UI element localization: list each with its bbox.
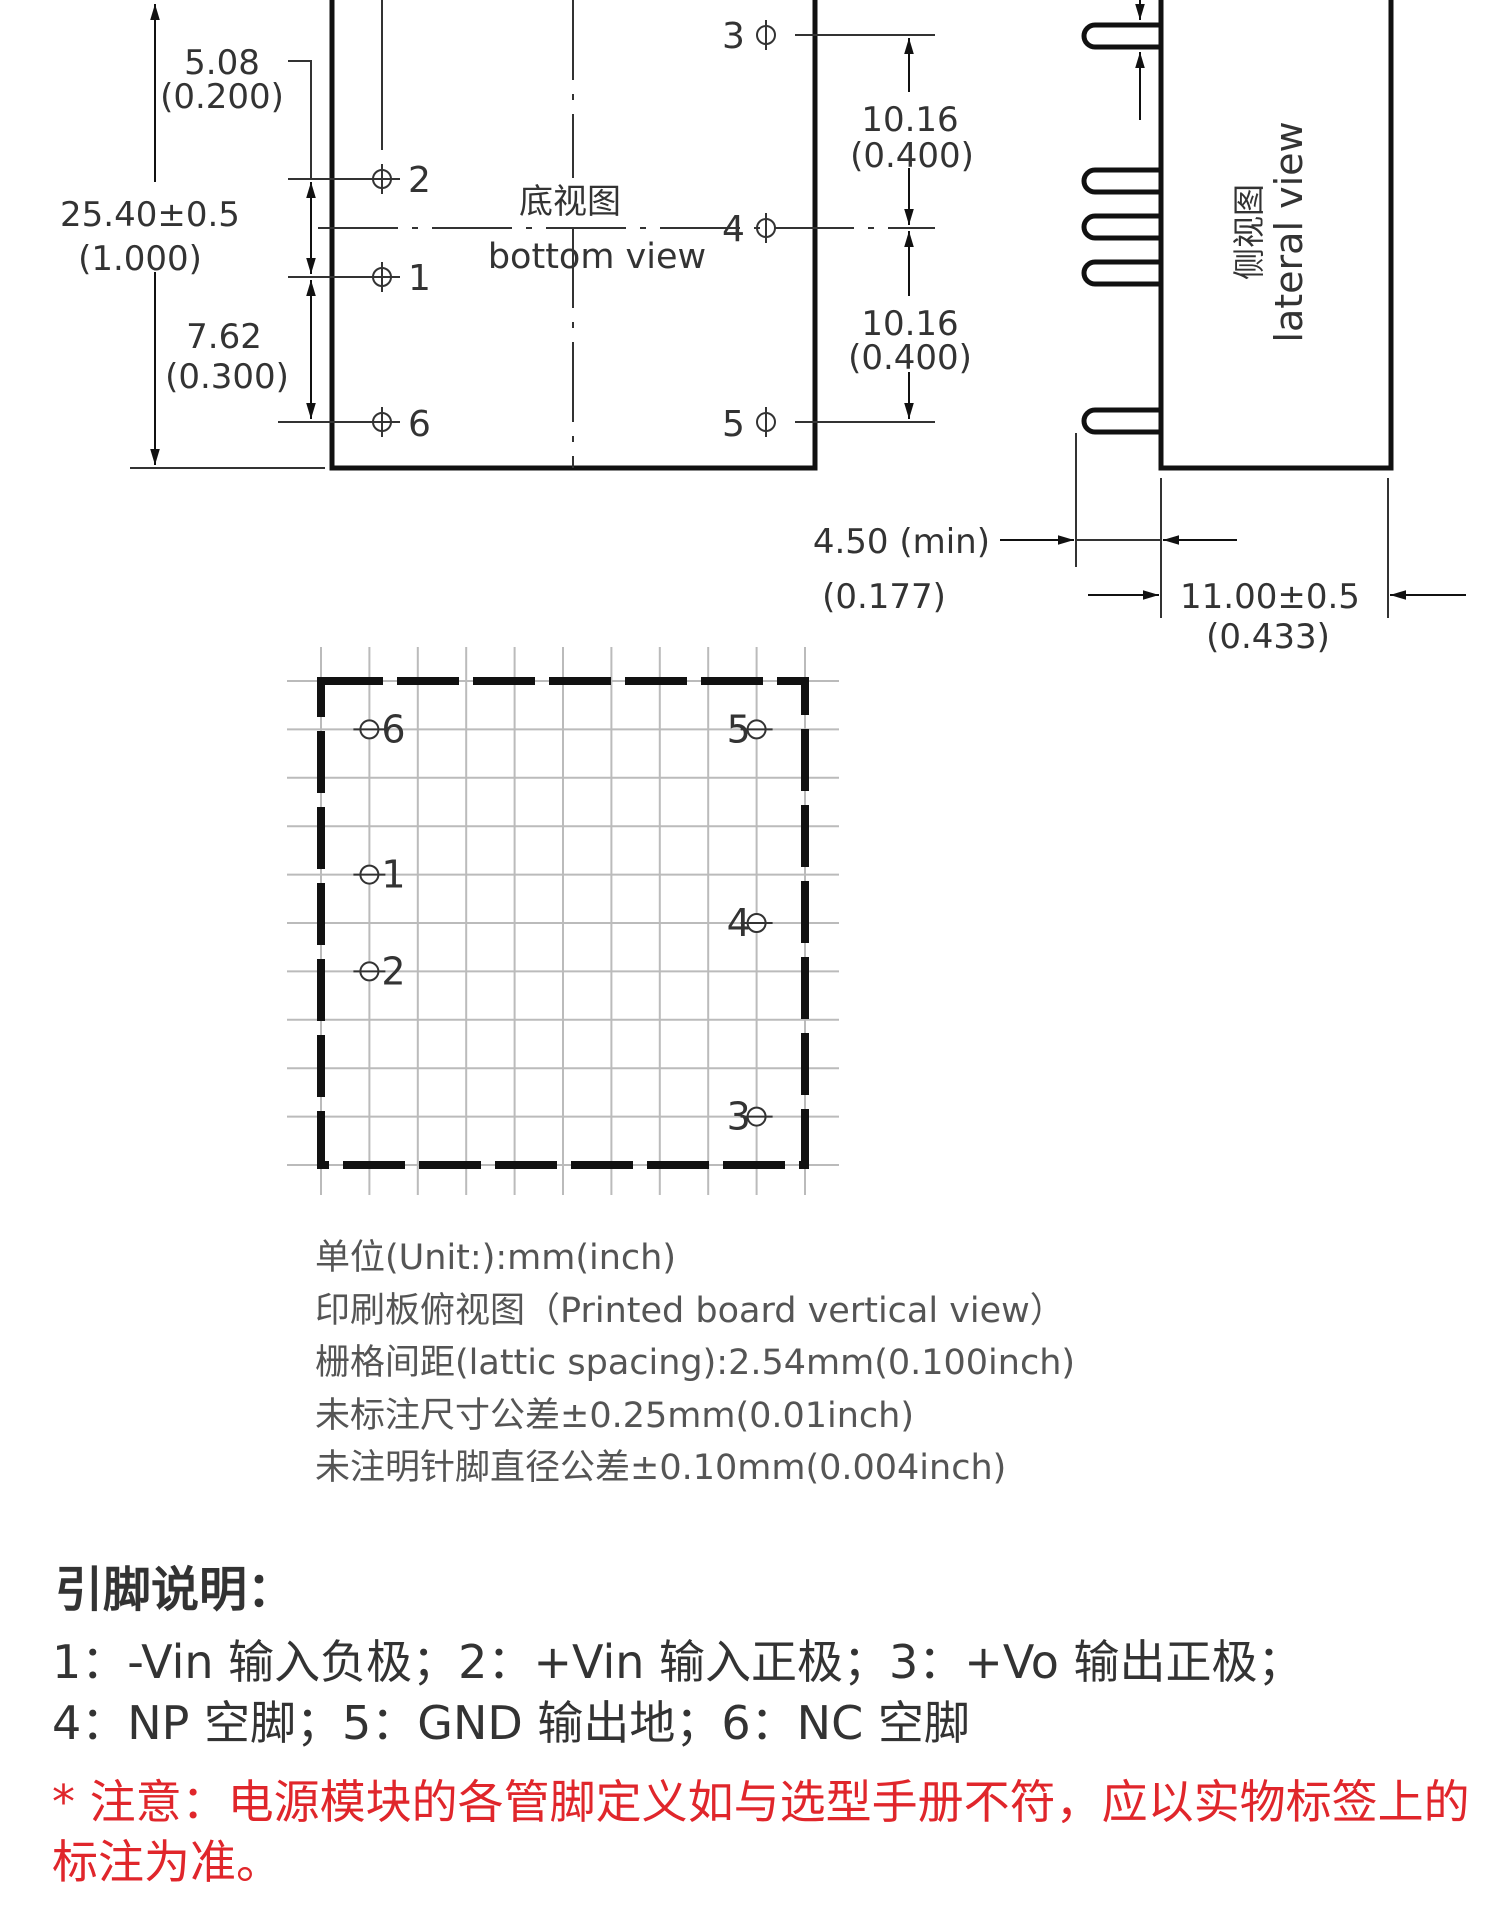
dim-total-inch: (1.000) — [78, 239, 202, 279]
bottom-view-label-cn: 底视图 — [519, 182, 621, 222]
lateral-view: 侧视图 lateral view 4.50 (min) (0.177) 11.0… — [813, 0, 1466, 657]
dim-pin-spacing: 7.62 — [186, 317, 262, 357]
pin-leads — [1081, 22, 1159, 435]
note-view: 印刷板俯视图（Printed board vertical view） — [315, 1290, 1065, 1331]
dim-pin-offset-inch: (0.200) — [160, 77, 284, 117]
pin-description-line-2: 4：NP 空脚；5：GND 输出地；6：NC 空脚 — [52, 1696, 970, 1750]
bottom-view-label-en: bottom view — [488, 237, 706, 277]
dim-right-lower-inch: (0.400) — [848, 338, 972, 378]
dim-pin-spacing-inch: (0.300) — [165, 357, 289, 397]
pcb-layout-view: 6 1 2 5 4 3 — [287, 647, 839, 1195]
bottom-view: 2 1 6 3 4 5 底视图 bottom view 25.40±0.5 (1… — [50, 0, 980, 471]
dim-height: 11.00±0.5 — [1180, 577, 1360, 617]
dim-right-upper-inch: (0.400) — [850, 136, 974, 176]
lateral-view-label-en: lateral view — [1267, 121, 1311, 342]
pin-description-line-1: 1：-Vin 输入负极；2：+Vin 输入正极；3：+Vo 输出正极； — [52, 1635, 1304, 1689]
pin-number-label: 3 — [727, 1095, 751, 1139]
pin-number-label: 4 — [727, 901, 751, 945]
dim-pin-length-inch: (0.177) — [822, 577, 946, 617]
lateral-view-label-cn: 侧视图 — [1230, 184, 1268, 280]
dim-right-upper: 10.16 — [861, 100, 958, 140]
dim-pin-offset: 5.08 — [184, 43, 260, 83]
pin-number-label: 6 — [381, 707, 405, 751]
pin-label-6: 6 — [408, 404, 431, 445]
pin-number-label: 5 — [727, 707, 751, 751]
module-footprint-outline — [317, 677, 809, 1169]
note-unit: 单位(Unit:):mm(inch) — [315, 1238, 676, 1278]
pin-label-5: 5 — [722, 404, 745, 445]
note-grid-spacing: 栅格间距(lattic spacing):2.54mm(0.100inch) — [315, 1343, 1076, 1383]
pin-label-4: 4 — [722, 209, 745, 250]
dim-total: 25.40±0.5 — [60, 195, 240, 235]
pin-number-label: 1 — [381, 853, 405, 897]
note-tolerance: 未标注尺寸公差±0.25mm(0.01inch) — [315, 1395, 915, 1436]
pin-section-title: 引脚说明： — [55, 1562, 296, 1618]
pin-number-label: 2 — [381, 949, 405, 993]
pin-label-3: 3 — [722, 16, 745, 57]
pin-label-1: 1 — [408, 258, 431, 299]
pin-label-2: 2 — [408, 160, 431, 201]
dim-height-inch: (0.433) — [1206, 617, 1330, 657]
module-side-outline — [1158, 0, 1394, 471]
drawing-canvas: 2 1 6 3 4 5 底视图 bottom view 25.40±0.5 (1… — [50, 0, 1466, 1195]
dim-right-lower: 10.16 — [861, 304, 958, 344]
warning-note: * 注意：电源模块的各管脚定义如与选型手册不符，应以实物标签上的标注为准。 — [52, 1775, 1470, 1889]
pin-symbol — [372, 20, 776, 437]
pin-description: 1：-Vin 输入负极；2：+Vin 输入正极；3：+Vo 输出正极； 4：NP… — [52, 1632, 1303, 1754]
notes: 单位(Unit:):mm(inch) 印刷板俯视图（Printed board … — [315, 1232, 1075, 1495]
dim-pin-length: 4.50 (min) — [813, 522, 990, 562]
note-pin-tolerance: 未注明针脚直径公差±0.10mm(0.004inch) — [315, 1448, 1007, 1488]
